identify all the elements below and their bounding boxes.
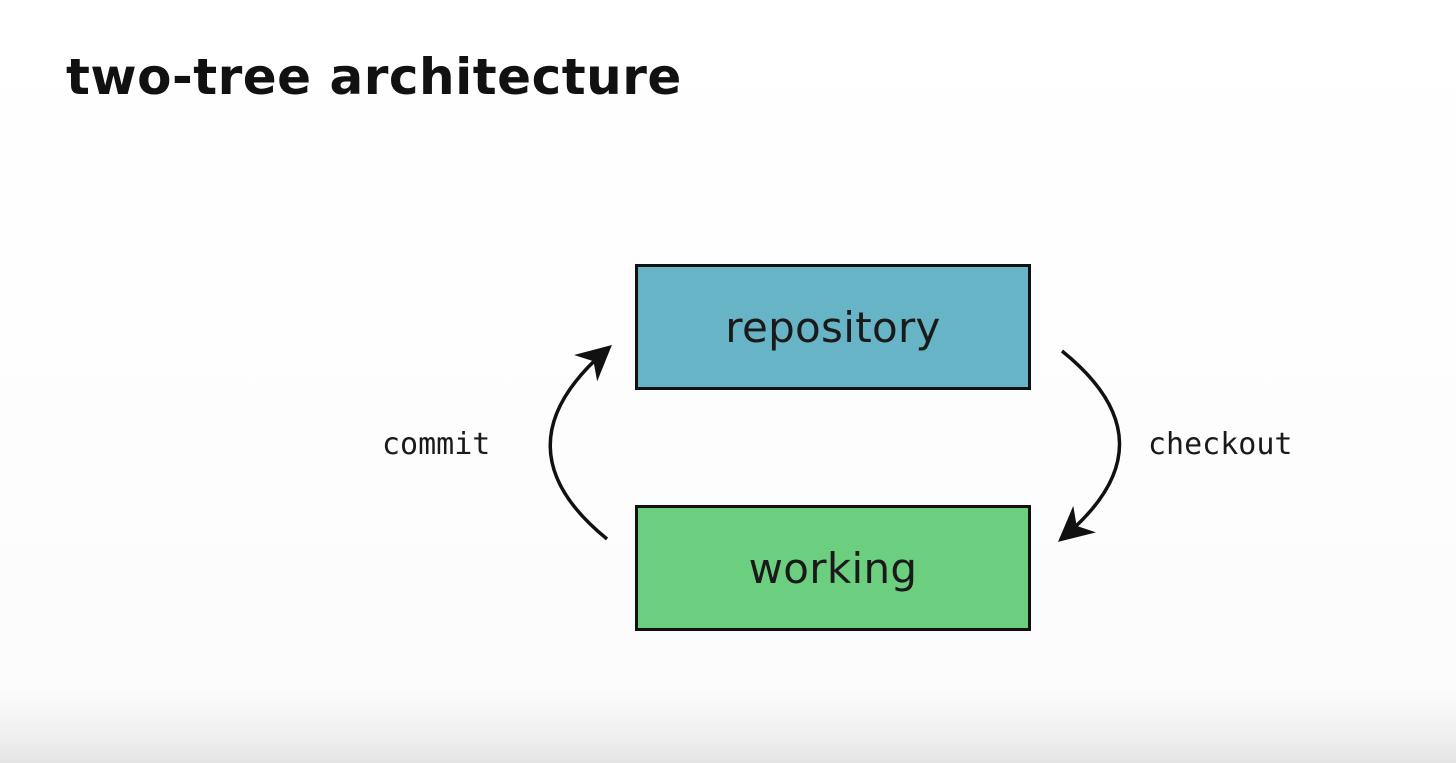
repository-label: repository [725,302,941,352]
checkout-arrow [1058,349,1122,542]
repository-box: repository [635,264,1031,390]
working-box: working [635,505,1031,631]
checkout-label: checkout [1148,427,1293,462]
commit-arrow [548,345,612,541]
slide-title: two-tree architecture [66,48,682,106]
working-label: working [748,543,918,593]
commit-label: commit [382,427,491,462]
